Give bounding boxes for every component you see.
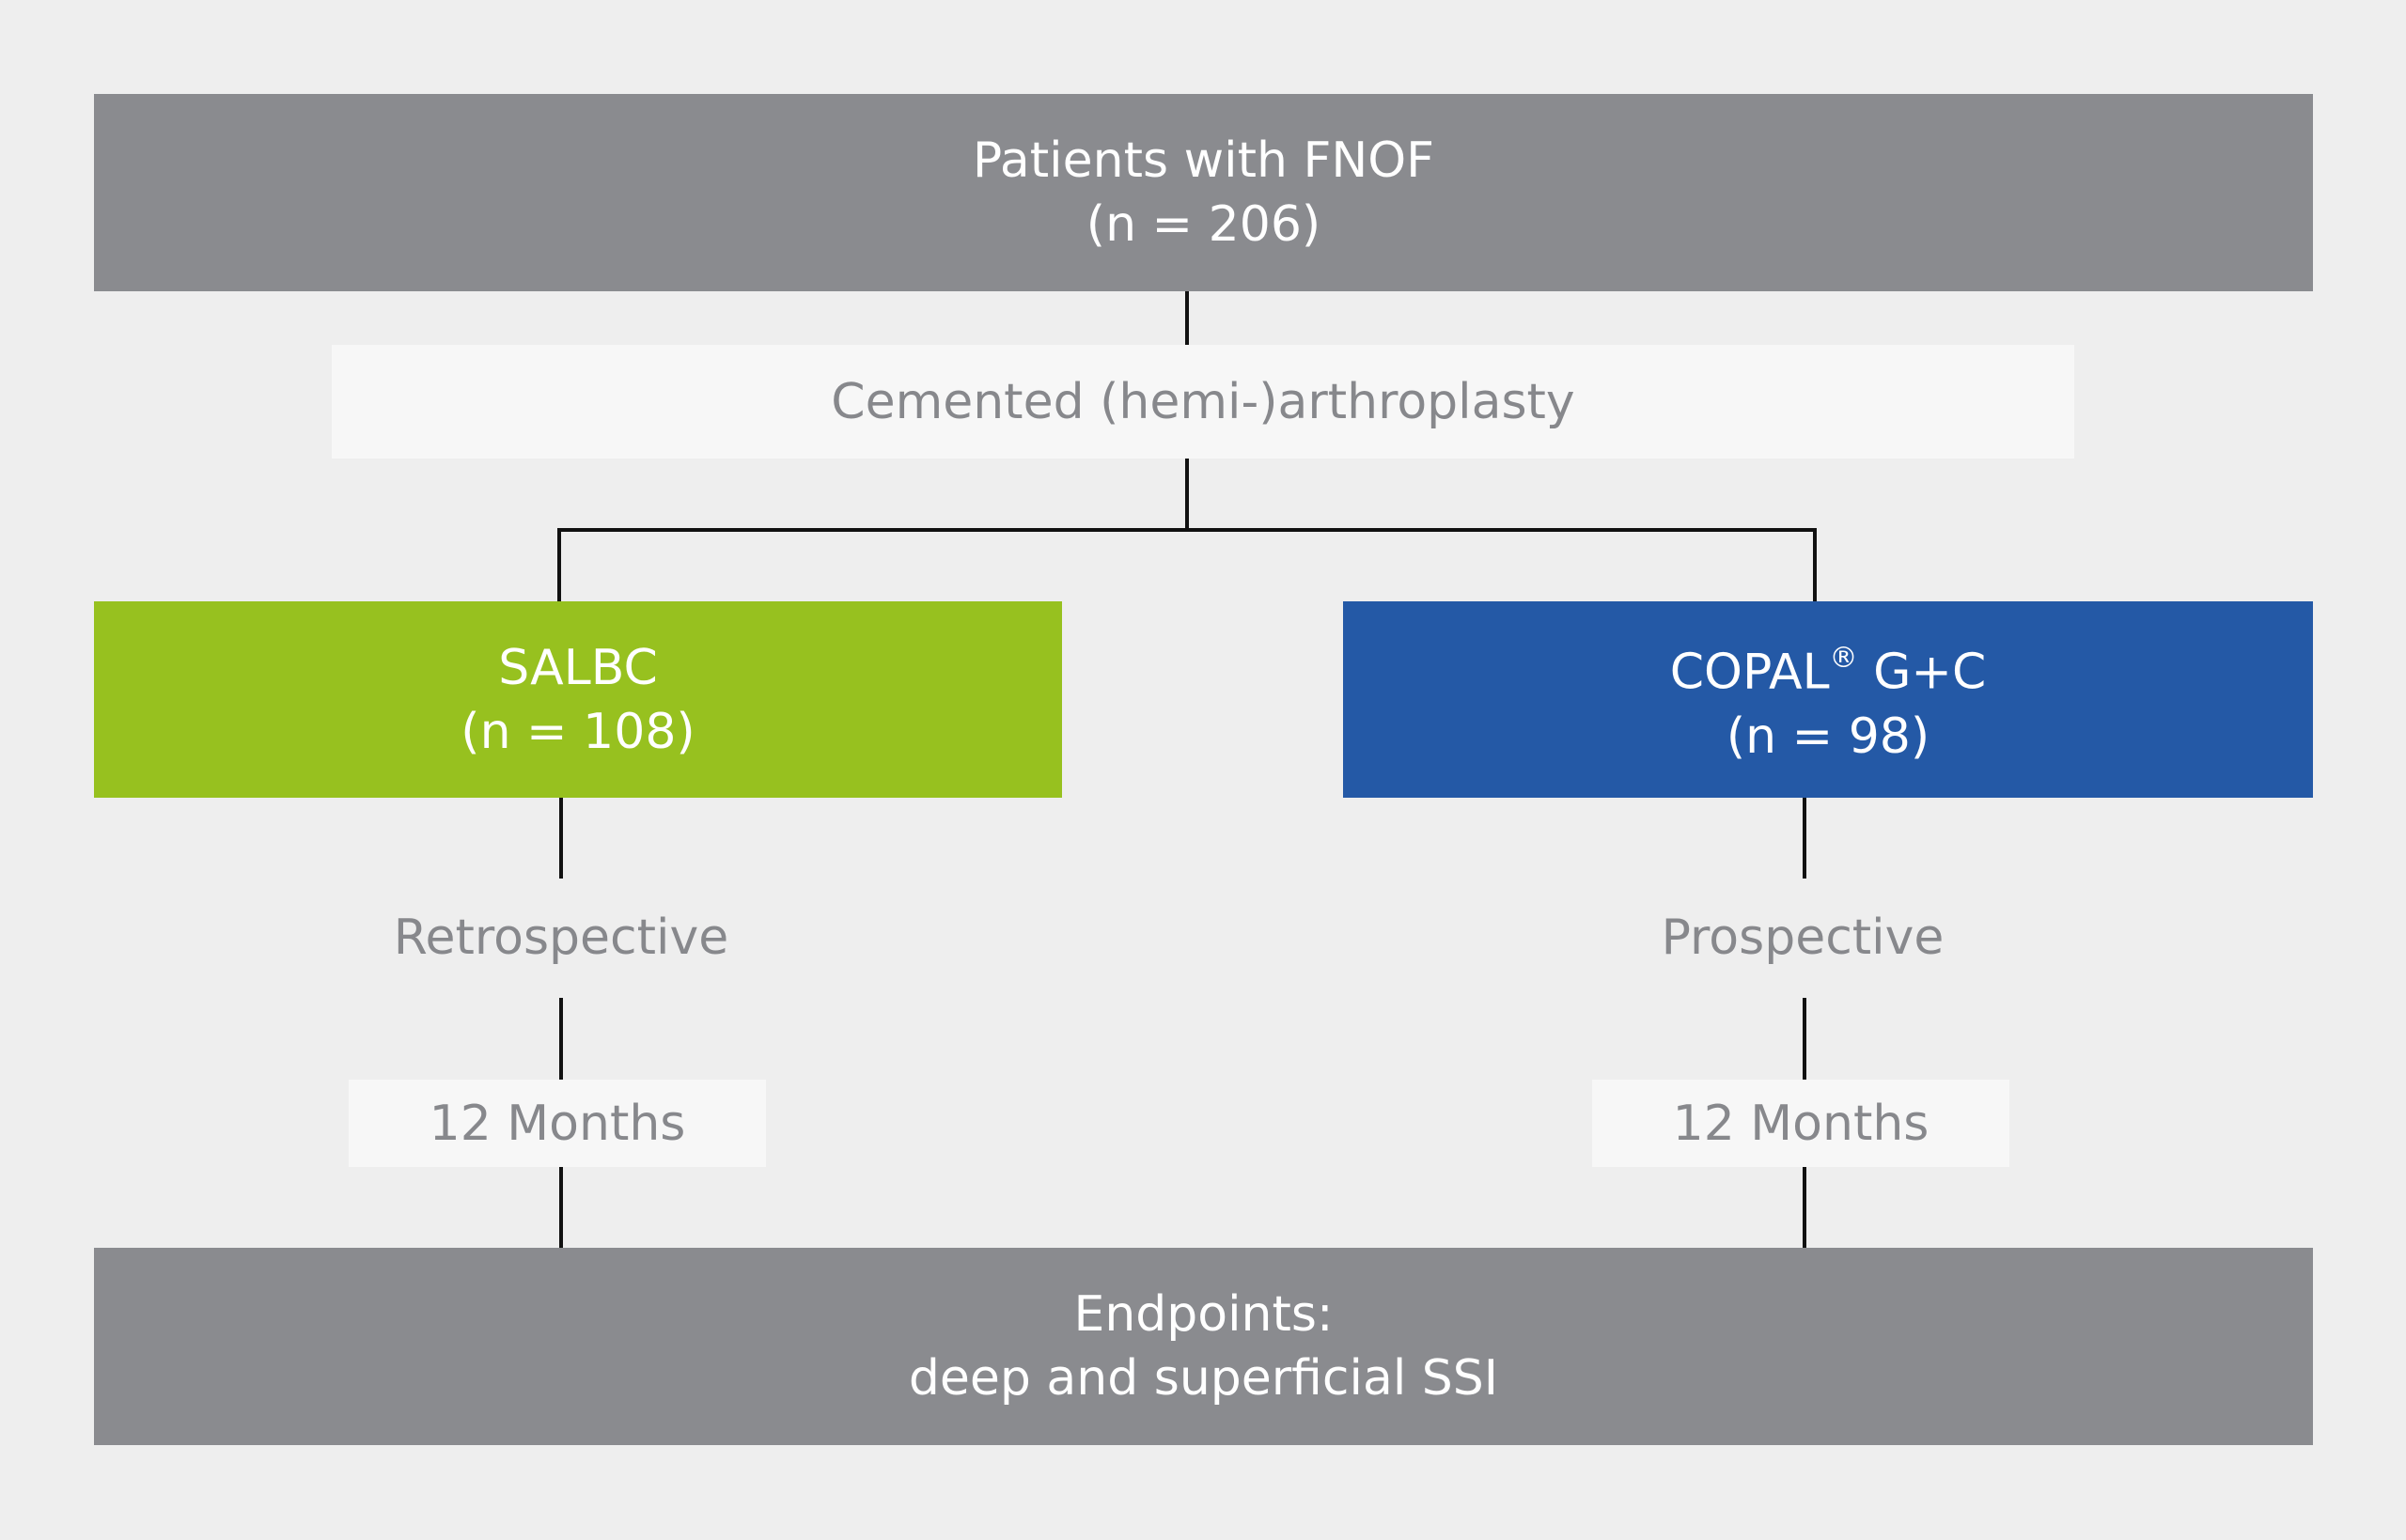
right-followup-label: 12 Months — [1672, 1095, 1929, 1152]
endpoints-detail: deep and superficial SSI — [908, 1350, 1499, 1407]
salbc-group-count: (n = 108) — [461, 703, 695, 760]
connector-procedure-to-split — [1185, 459, 1189, 532]
connector-right-study-to-followup — [1803, 998, 1806, 1080]
procedure-box: Cemented (hemi-)arthroplasty — [332, 345, 2074, 459]
connector-left-study-to-followup — [559, 998, 563, 1080]
connector-split-to-left — [557, 528, 561, 601]
connector-left-followup-to-endpoint — [559, 1167, 563, 1248]
connector-top-to-procedure — [1185, 291, 1189, 345]
connector-split-horizontal — [557, 528, 1817, 532]
right-study-type: Prospective — [1661, 910, 1945, 966]
patients-title: Patients with FNOF — [972, 132, 1435, 189]
patients-box: Patients with FNOF (n = 206) — [94, 94, 2313, 291]
connector-right-to-study — [1803, 798, 1806, 879]
endpoints-box: Endpoints: deep and superficial SSI — [94, 1248, 2313, 1445]
connector-right-followup-to-endpoint — [1803, 1167, 1806, 1248]
left-study-type: Retrospective — [393, 910, 729, 966]
left-followup-box: 12 Months — [349, 1080, 766, 1167]
copal-group-name: COPAL® G+C — [1669, 642, 1987, 701]
salbc-group-name: SALBC — [498, 639, 658, 696]
endpoints-title: Endpoints: — [1073, 1286, 1334, 1343]
connector-split-to-right — [1813, 528, 1817, 601]
left-followup-label: 12 Months — [429, 1095, 686, 1152]
connector-left-to-study — [559, 798, 563, 879]
salbc-group-box: SALBC (n = 108) — [94, 601, 1062, 798]
copal-group-count: (n = 98) — [1726, 708, 1930, 765]
copal-group-box: COPAL® G+C (n = 98) — [1343, 601, 2313, 798]
patients-count: (n = 206) — [1086, 196, 1321, 253]
right-followup-box: 12 Months — [1592, 1080, 2009, 1167]
procedure-label: Cemented (hemi-)arthroplasty — [831, 373, 1575, 430]
